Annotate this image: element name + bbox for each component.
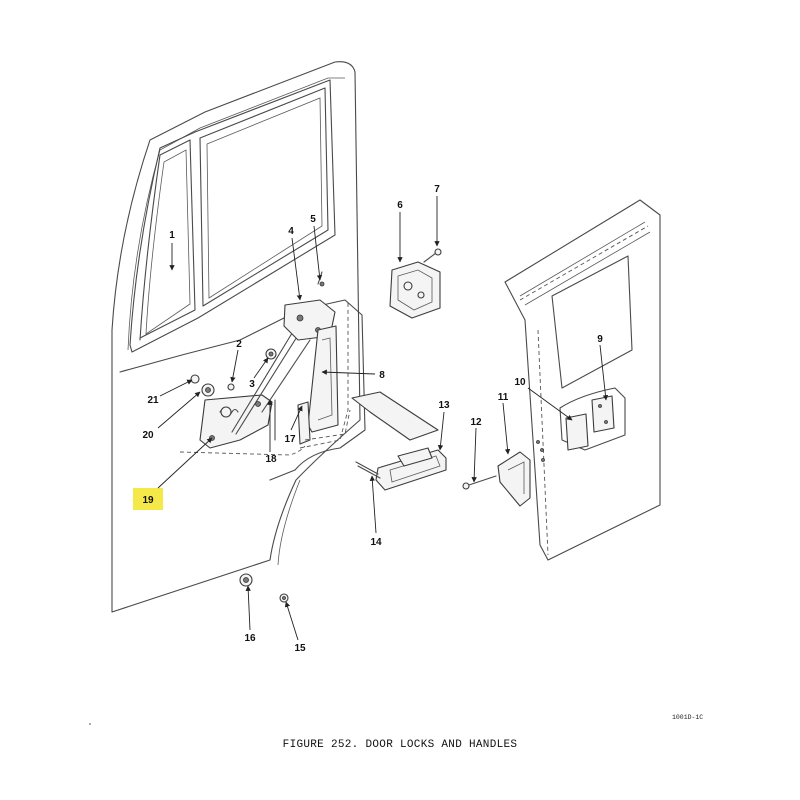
callout-2: 2 — [236, 339, 242, 350]
callout-labels: 1 2 3 4 5 6 7 8 9 10 11 12 13 14 15 16 1… — [142, 184, 603, 654]
callout-9: 9 — [597, 334, 603, 345]
drawing-code: 1001D-1C — [672, 714, 704, 721]
callout-13: 13 — [438, 400, 450, 411]
callout-19: 19 — [142, 495, 154, 506]
leader-lines — [157, 196, 609, 641]
callout-19-highlight — [133, 488, 163, 510]
figure-caption: FIGURE 252. DOOR LOCKS AND HANDLES — [282, 739, 518, 751]
callout-8: 8 — [379, 370, 385, 381]
callout-20: 20 — [142, 430, 154, 441]
callout-1: 1 — [169, 230, 175, 241]
callout-12: 12 — [470, 417, 482, 428]
callout-11: 11 — [498, 392, 509, 403]
body-pillar — [462, 199, 661, 561]
fasteners-lower — [239, 573, 289, 603]
callout-17: 17 — [284, 434, 296, 445]
callout-21: 21 — [147, 395, 159, 406]
door-panel — [111, 61, 366, 613]
callout-16: 16 — [244, 633, 256, 644]
exterior-handle — [351, 391, 447, 491]
callout-5: 5 — [310, 214, 316, 225]
handle-assembly — [389, 248, 442, 319]
latch-assembly — [190, 271, 351, 449]
callout-3: 3 — [249, 379, 255, 390]
callout-6: 6 — [397, 200, 403, 211]
callout-7: 7 — [434, 184, 440, 195]
callout-18: 18 — [265, 454, 277, 465]
callout-10: 10 — [514, 377, 526, 388]
callout-15: 15 — [294, 643, 306, 654]
stray-dot — [89, 723, 91, 725]
callout-14: 14 — [370, 537, 382, 548]
callout-4: 4 — [288, 226, 294, 237]
